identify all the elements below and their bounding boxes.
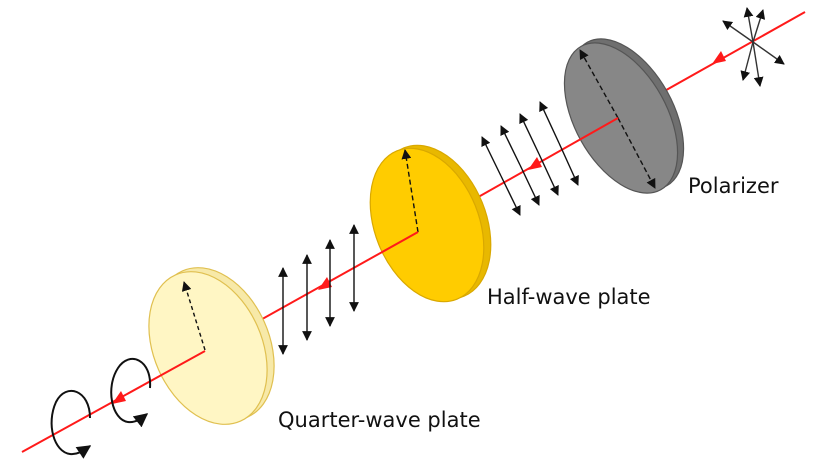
fast-axis-arrow [181, 281, 206, 351]
beam-direction-arrow [112, 391, 126, 404]
fast-axis-arrow [401, 149, 419, 233]
unpolarized-light-star-icon [722, 7, 785, 87]
half-wave-plate [369, 144, 492, 303]
quarter-wave-plate-label: Quarter-wave plate [278, 408, 481, 432]
polarizer-label: Polarizer [688, 174, 779, 198]
transmission-axis-arrow [579, 49, 619, 119]
laser-beam [21, 350, 206, 453]
half-wave-plate-label: Half-wave plate [487, 285, 651, 309]
beam-direction-arrow [712, 51, 726, 64]
linear-polarization-arrow-icon [481, 101, 579, 216]
beam-direction-arrow [528, 157, 542, 170]
polarizer-plate [563, 38, 685, 194]
beam-direction-arrow [318, 277, 332, 290]
quarter-wave-plate [148, 267, 275, 425]
circular-polarization-icon [50, 357, 152, 459]
linear-polarization-arrow-icon [278, 224, 359, 355]
